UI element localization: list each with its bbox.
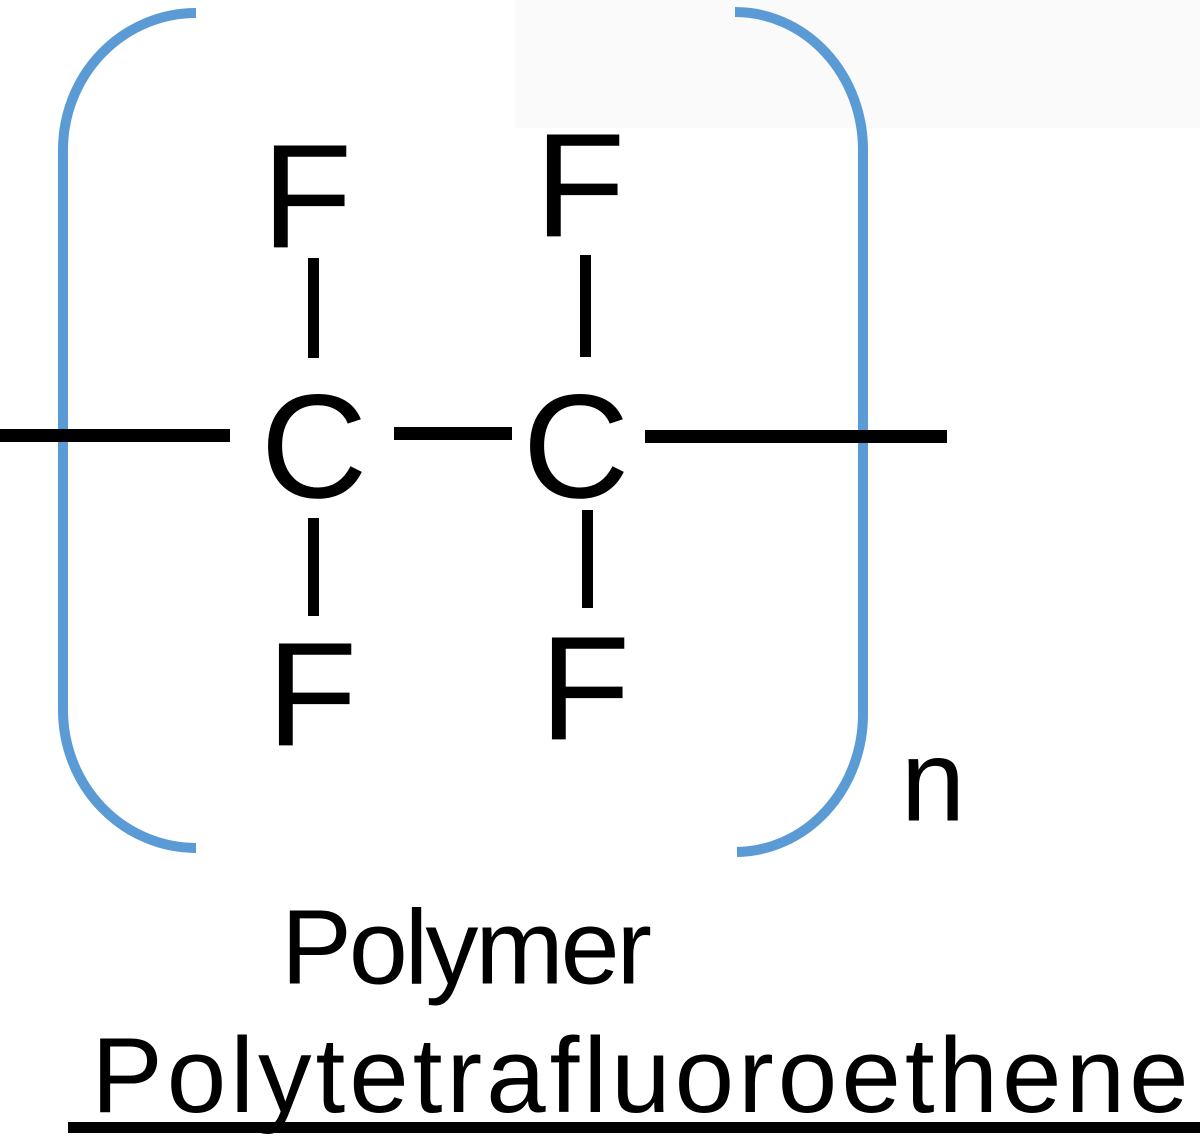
atom-fluorine-top-right: F	[534, 103, 626, 269]
atom-fluorine-top-left: F	[261, 114, 353, 280]
atom-fluorine-bottom-right: F	[539, 606, 631, 772]
bond-c1-fluorine-bottom	[308, 518, 319, 616]
repeat-subscript-n: n	[900, 715, 966, 846]
compound-name-underline	[68, 1122, 1200, 1133]
caption-polymer: Polymer	[281, 888, 652, 1007]
bond-c2-fluorine-bottom	[582, 510, 593, 608]
bond-c1-fluorine-top	[308, 258, 319, 358]
bond-c2-fluorine-top	[580, 255, 591, 357]
atom-carbon-left: C	[260, 364, 368, 530]
bond-chain-left	[0, 429, 230, 442]
atom-fluorine-bottom-left: F	[266, 612, 358, 778]
atom-carbon-right: C	[522, 364, 630, 530]
bond-carbon-carbon	[394, 427, 512, 440]
bond-chain-right	[645, 430, 947, 443]
caption-compound-name: Polytetrafluoroethene	[91, 1014, 1193, 1135]
